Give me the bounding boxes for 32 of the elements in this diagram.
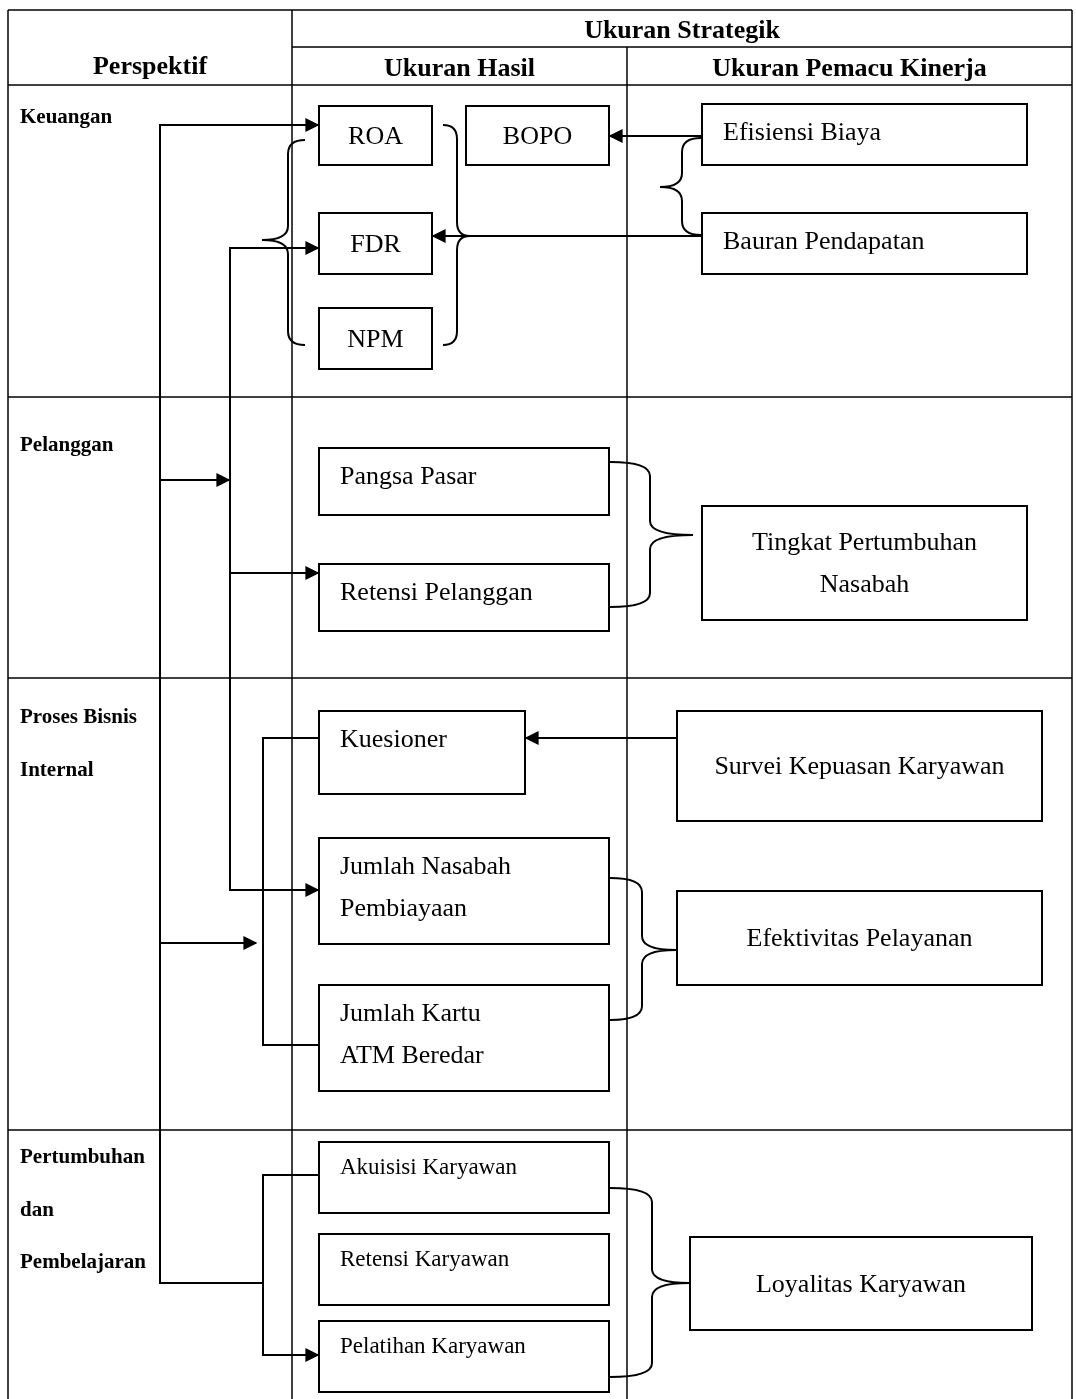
column-header: Ukuran Strategik: [583, 14, 781, 46]
measure-box: Kuesioner: [318, 710, 526, 795]
arrow: [262, 1174, 320, 1362]
measure-box: Efisiensi Biaya: [701, 103, 1028, 166]
arrow: [159, 118, 320, 1284]
row-header: Pertumbuhan dan Pembelajaran: [20, 1143, 147, 1275]
column-header: Ukuran Hasil: [383, 52, 536, 84]
measure-box: ROA: [318, 105, 433, 166]
connector-line: [262, 737, 319, 1046]
arrow: [229, 572, 320, 897]
column-header: Perspektif: [91, 50, 209, 82]
arrow: [229, 241, 320, 481]
measure-box: Bauran Pendapatan: [701, 212, 1028, 275]
measure-box: FDR: [318, 212, 433, 275]
measure-box: NPM: [318, 307, 433, 370]
measure-box: Survei Kepuasan Karyawan: [676, 710, 1043, 822]
row-header: Proses Bisnis Internal: [20, 703, 138, 783]
arrow: [229, 479, 320, 580]
measure-box: Loyalitas Karyawan: [689, 1236, 1033, 1331]
measure-box: Akuisisi Karyawan: [318, 1141, 610, 1214]
measure-box: Pelatihan Karyawan: [318, 1320, 610, 1393]
measure-box: Pangsa Pasar: [318, 447, 610, 516]
row-header: Pelanggan: [20, 431, 115, 458]
measure-box: Retensi Karyawan: [318, 1233, 610, 1306]
column-header: Ukuran Pemacu Kinerja: [711, 52, 988, 84]
measure-box: Tingkat Pertumbuhan Nasabah: [701, 505, 1028, 621]
measure-box: Jumlah Kartu ATM Beredar: [318, 984, 610, 1092]
measure-box: Retensi Pelanggan: [318, 563, 610, 632]
row-header: Keuangan: [20, 103, 114, 130]
measure-box: Jumlah Nasabah Pembiayaan: [318, 837, 610, 945]
measure-box: BOPO: [465, 105, 610, 166]
measure-box: Efektivitas Pelayanan: [676, 890, 1043, 986]
